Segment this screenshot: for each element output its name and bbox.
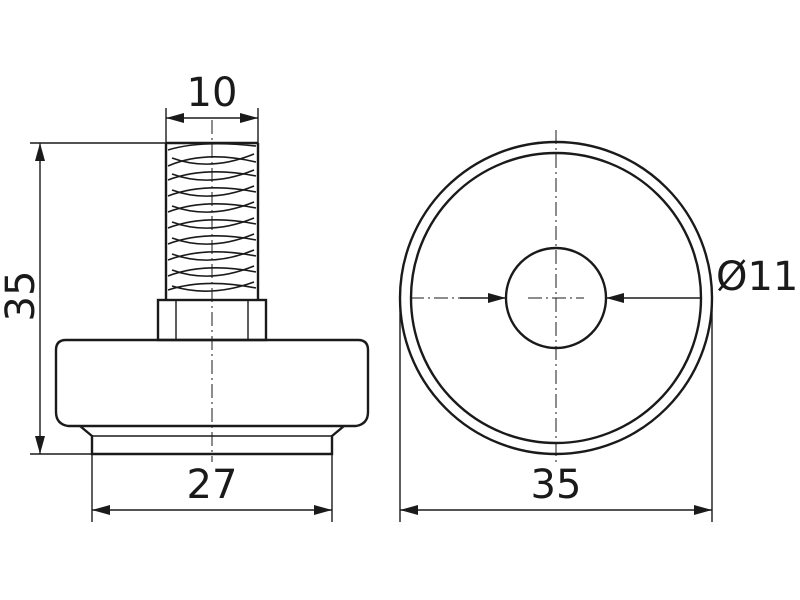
base-body	[54, 338, 370, 428]
dim-top-diameter-label: 35	[531, 462, 582, 508]
side-view: 10 35 27	[0, 70, 370, 522]
dim-thread-diameter: 10	[165, 70, 259, 143]
base-pad	[79, 425, 345, 456]
dim-total-height: 35	[0, 142, 166, 455]
dim-hole-diameter-label: Ø11	[716, 254, 798, 300]
dim-hole-diameter: Ø11	[460, 254, 798, 303]
dim-base-diameter: 27	[91, 454, 333, 522]
dim-thread-diameter-label: 10	[187, 70, 238, 116]
dim-base-diameter-label: 27	[187, 462, 238, 508]
top-view: Ø11 35	[398, 130, 798, 522]
dim-total-height-label: 35	[0, 271, 44, 322]
dim-top-diameter: 35	[399, 298, 713, 522]
